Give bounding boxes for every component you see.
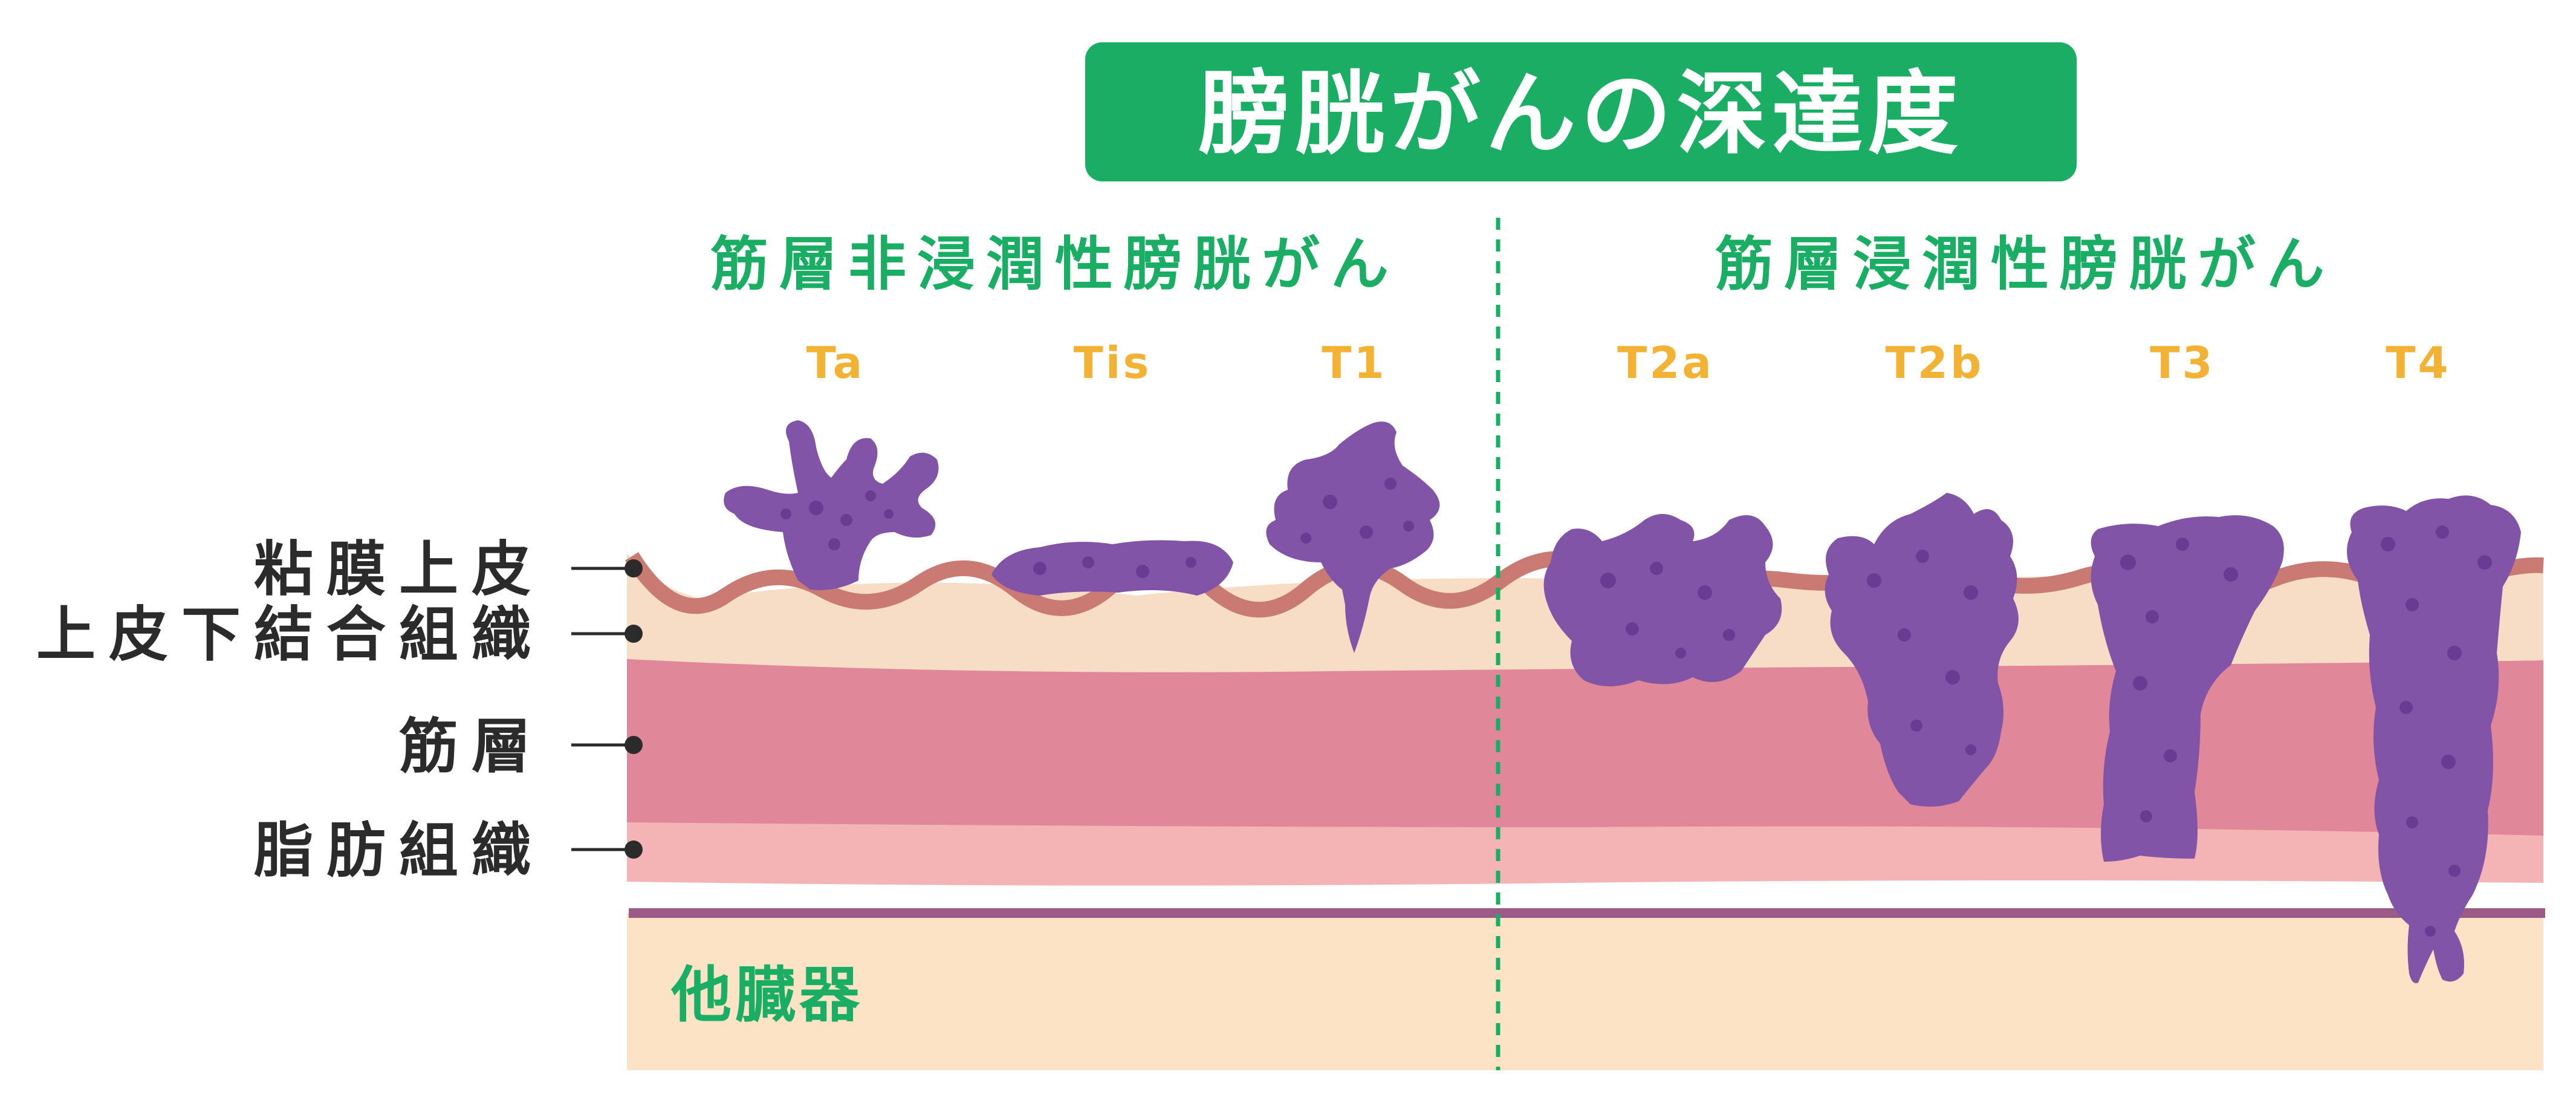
label-muscle: 筋層 xyxy=(399,712,544,781)
dot-subepithelial xyxy=(625,625,643,643)
category-non-invasive: 筋層非浸潤性膀胱がん xyxy=(710,230,1400,298)
dot-mucosa xyxy=(625,559,643,577)
dot-fat xyxy=(625,841,643,859)
page-title: 膀胱がんの深達度 xyxy=(1199,62,1963,167)
stage-label-ta: Ta xyxy=(806,337,865,388)
organ-border-line xyxy=(629,908,2545,918)
tumor-ta xyxy=(724,420,939,590)
label-mucosa: 粘膜上皮 xyxy=(254,535,544,604)
stage-label-t1: T1 xyxy=(1322,337,1386,388)
tumor-tis xyxy=(991,540,1233,596)
stage-label-t2a: T2a xyxy=(1617,337,1714,388)
stage-label-t3: T3 xyxy=(2150,337,2214,388)
tumors xyxy=(724,420,2521,983)
muscle-layer xyxy=(627,658,2543,836)
stage-label-t4: T4 xyxy=(2386,337,2450,388)
other-organs-region xyxy=(627,913,2543,1070)
tumor-t4 xyxy=(2347,495,2521,983)
tumor-t1 xyxy=(1266,421,1440,653)
layer-labels: 粘膜上皮 上皮下結合組織 筋層 脂肪組織 xyxy=(36,535,643,885)
label-other-organs: 他臓器 xyxy=(670,960,863,1030)
fat-layer xyxy=(627,815,2543,886)
stage-label-tis: Tis xyxy=(1074,337,1152,388)
tumor-t2a xyxy=(1543,514,1782,686)
label-fat: 脂肪組織 xyxy=(254,816,544,885)
tumor-t2b xyxy=(1825,493,2019,807)
tumor-t3 xyxy=(2091,515,2284,862)
title-box xyxy=(1085,42,2077,181)
label-subepithelial: 上皮下結合組織 xyxy=(36,600,544,669)
category-invasive: 筋層浸潤性膀胱がん xyxy=(1715,230,2335,298)
title-banner: 膀胱がんの深達度 xyxy=(1085,42,2077,181)
stage-label-t2b: T2b xyxy=(1886,337,1984,388)
dot-muscle xyxy=(625,736,643,754)
